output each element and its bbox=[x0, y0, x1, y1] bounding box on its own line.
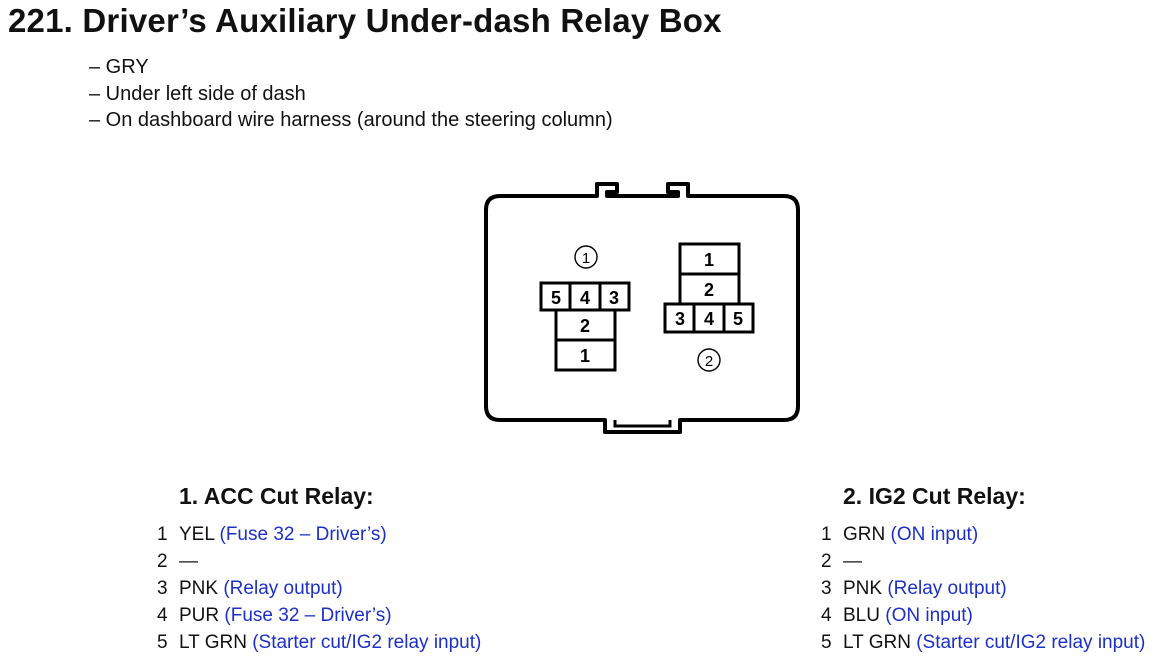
relay-2-pin-1: 1 bbox=[704, 250, 714, 270]
relay-1-marker-number: 1 bbox=[582, 250, 590, 267]
relay-2-marker bbox=[697, 348, 721, 372]
note-location: – Under left side of dash bbox=[89, 82, 306, 105]
note-color: – GRY bbox=[89, 56, 149, 78]
relay-1-top-row bbox=[539, 281, 631, 312]
relay-2-pin-3: 3 bbox=[675, 309, 685, 329]
relay-box-outline bbox=[484, 182, 800, 434]
location-notes: – GRY – Under left side of dash – On das… bbox=[89, 54, 613, 134]
relay-1-marker bbox=[574, 245, 598, 269]
note-harness: – On dashboard wire harness (around the … bbox=[89, 109, 613, 131]
relay-1-pin-4: 4 bbox=[580, 288, 590, 308]
relay-2-heading: 2. IG2 Cut Relay: bbox=[843, 483, 1026, 509]
relay-2-marker-number: 2 bbox=[705, 353, 713, 370]
bottom-tab-detail bbox=[613, 420, 672, 428]
relay-1-heading: 1. ACC Cut Relay: bbox=[179, 483, 374, 509]
relay-1-pin-1: 1 bbox=[580, 346, 590, 366]
relay-2-bottom-row bbox=[663, 302, 755, 334]
relay-1-socket: 1 5 4 3 2 1 bbox=[539, 245, 631, 372]
relay-2-socket: 1 2 3 4 5 2 bbox=[663, 242, 755, 372]
page-title: 221. Driver’s Auxiliary Under-dash Relay… bbox=[8, 2, 722, 39]
relay-2-pin-2: 2 bbox=[704, 280, 714, 300]
relay-2-pin-4: 4 bbox=[704, 309, 714, 329]
relay-1-pin-1-box bbox=[554, 338, 617, 372]
relay-1-pin-2: 2 bbox=[580, 316, 590, 336]
pin-row: 2— bbox=[821, 551, 862, 572]
pin-row: 2— bbox=[157, 551, 198, 572]
relay-2-pin-5: 5 bbox=[733, 309, 743, 329]
relay-1-pin-3: 3 bbox=[609, 288, 619, 308]
relay-1-pin-5: 5 bbox=[551, 288, 561, 308]
